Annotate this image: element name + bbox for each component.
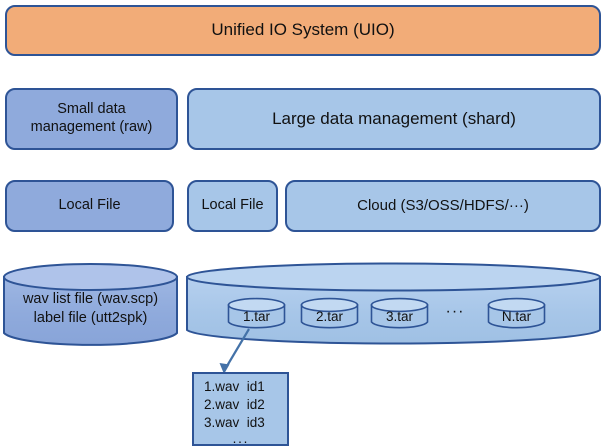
detail-row: 2.wav id2 (204, 397, 265, 413)
shard-label-n: N.tar (501, 309, 532, 324)
shard-cylinder-1: 1.tar (227, 297, 286, 331)
small-data-management-box: Small data management (raw) (5, 88, 178, 150)
shard-ellipsis: ··· (445, 303, 465, 320)
detail-row: 3.wav id3 (204, 415, 265, 431)
raw-files-cylinder: wav list file (wav.scp) label file (utt2… (2, 262, 179, 348)
cylinder-shape (3, 263, 178, 346)
detail-ellipsis: ··· (232, 433, 249, 448)
shard-content-detail-box: 1.wav id1 2.wav id2 3.wav id3 ··· (192, 372, 289, 448)
shard-label-1: 1.tar (242, 309, 270, 324)
cylinder-shape (227, 297, 286, 329)
large-data-management-box: Large data management (shard) (187, 88, 601, 150)
cylinder-shape (370, 297, 429, 329)
cylinder-shape (300, 297, 359, 329)
detail-row: 1.wav id1 (204, 379, 265, 394)
unified-io-system-box: Unified IO System (UIO) (5, 5, 601, 56)
local-file-box-raw: Local File (5, 180, 174, 232)
shard-cylinder-3: 3.tar (370, 297, 429, 331)
shard-label-2: 2.tar (315, 309, 343, 324)
shard-label-3: 3.tar (385, 309, 413, 324)
shard-cylinder-n: N.tar (487, 297, 546, 331)
local-file-box-shard: Local File (187, 180, 278, 232)
cloud-storage-box: Cloud (S3/OSS/HDFS/···) (285, 180, 601, 232)
cylinder-shape (487, 297, 546, 329)
shard-cylinder-2: 2.tar (300, 297, 359, 331)
